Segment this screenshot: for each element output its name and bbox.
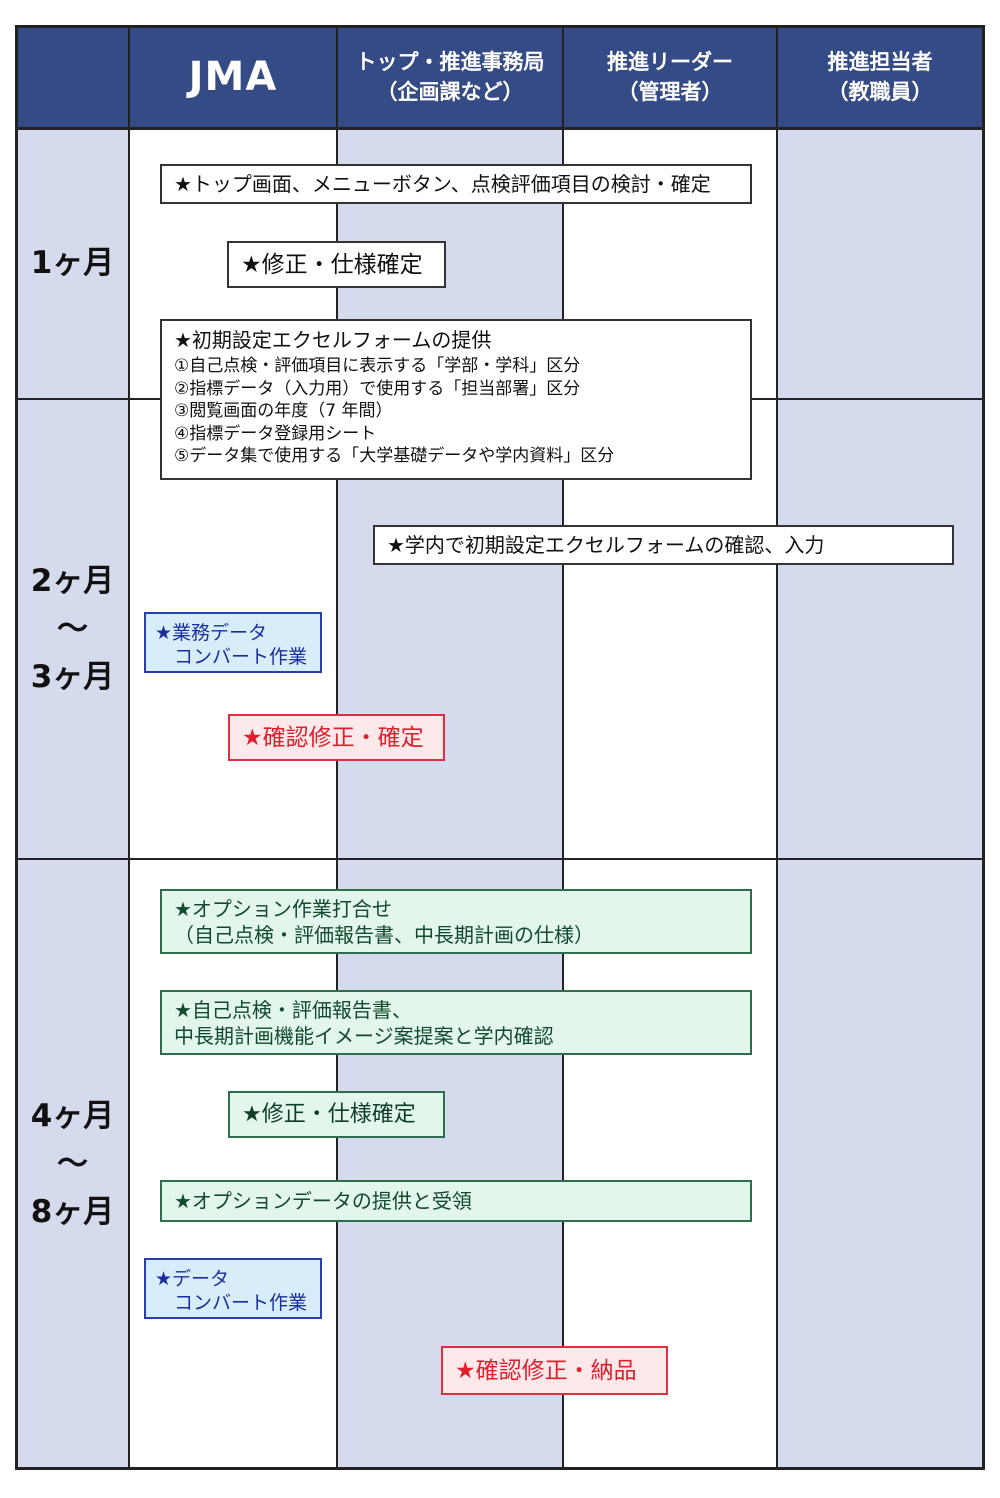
task-initial-excel-form-title: ★初期設定エクセルフォームの提供	[174, 328, 492, 352]
grid-line	[128, 25, 130, 1470]
task-confirm-fix-deliver: ★確認修正・納品	[441, 1346, 668, 1395]
period-month-2-3: 2ヶ月 〜 3ヶ月	[30, 563, 115, 695]
task-initial-excel-form: ★初期設定エクセルフォームの提供 ①自己点検・評価項目に表示する「学部・学科」区…	[160, 319, 752, 480]
header-jma: JMA	[129, 26, 337, 128]
lane-staff	[777, 128, 983, 1469]
grid-line	[776, 25, 778, 1470]
task-fix-spec-2: ★修正・仕様確定	[228, 1091, 445, 1138]
header-top-office: トップ・推進事務局 （企画課など）	[337, 26, 563, 128]
task-business-data-convert: ★業務データ コンバート作業	[144, 612, 322, 673]
task-report-proposal: ★自己点検・評価報告書、 中長期計画機能イメージ案提案と学内確認	[160, 990, 752, 1055]
grid-line	[15, 127, 985, 130]
header-leader: 推進リーダー （管理者）	[563, 26, 777, 128]
task-campus-form-input: ★学内で初期設定エクセルフォームの確認、入力	[373, 525, 954, 565]
grid-line	[15, 858, 985, 860]
grid-line	[15, 1467, 985, 1470]
grid-line	[15, 25, 985, 28]
grid-line	[15, 25, 18, 1470]
header-staff: 推進担当者 （教職員）	[777, 26, 983, 128]
task-fix-spec-1: ★修正・仕様確定	[227, 241, 446, 288]
task-top-screen-review: ★トップ画面、メニューボタン、点検評価項目の検討・確定	[160, 164, 752, 204]
form-item: ②指標データ（入力用）で使用する「担当部署」区分	[174, 378, 581, 399]
task-confirm-fix-finalize: ★確認修正・確定	[228, 714, 445, 761]
grid-line	[562, 25, 564, 1470]
header-corner	[16, 26, 129, 128]
period-month-4-8: 4ヶ月 〜 8ヶ月	[30, 1097, 115, 1230]
form-item: ④指標データ登録用シート	[174, 423, 377, 444]
task-data-convert: ★データ コンバート作業	[144, 1258, 322, 1319]
lane-period	[16, 128, 129, 1469]
period-month-1: 1ヶ月	[30, 245, 115, 281]
grid-line	[982, 25, 985, 1470]
task-option-meeting: ★オプション作業打合せ （自己点検・評価報告書、中長期計画の仕様）	[160, 889, 752, 954]
form-item: ①自己点検・評価項目に表示する「学部・学科」区分	[174, 356, 581, 376]
form-item: ③閲覧画面の年度（7 年間）	[174, 401, 393, 421]
task-option-data-exchange: ★オプションデータの提供と受領	[160, 1180, 752, 1222]
form-item: ⑤データ集で使用する「大学基礎データや学内資料」区分	[174, 446, 615, 466]
